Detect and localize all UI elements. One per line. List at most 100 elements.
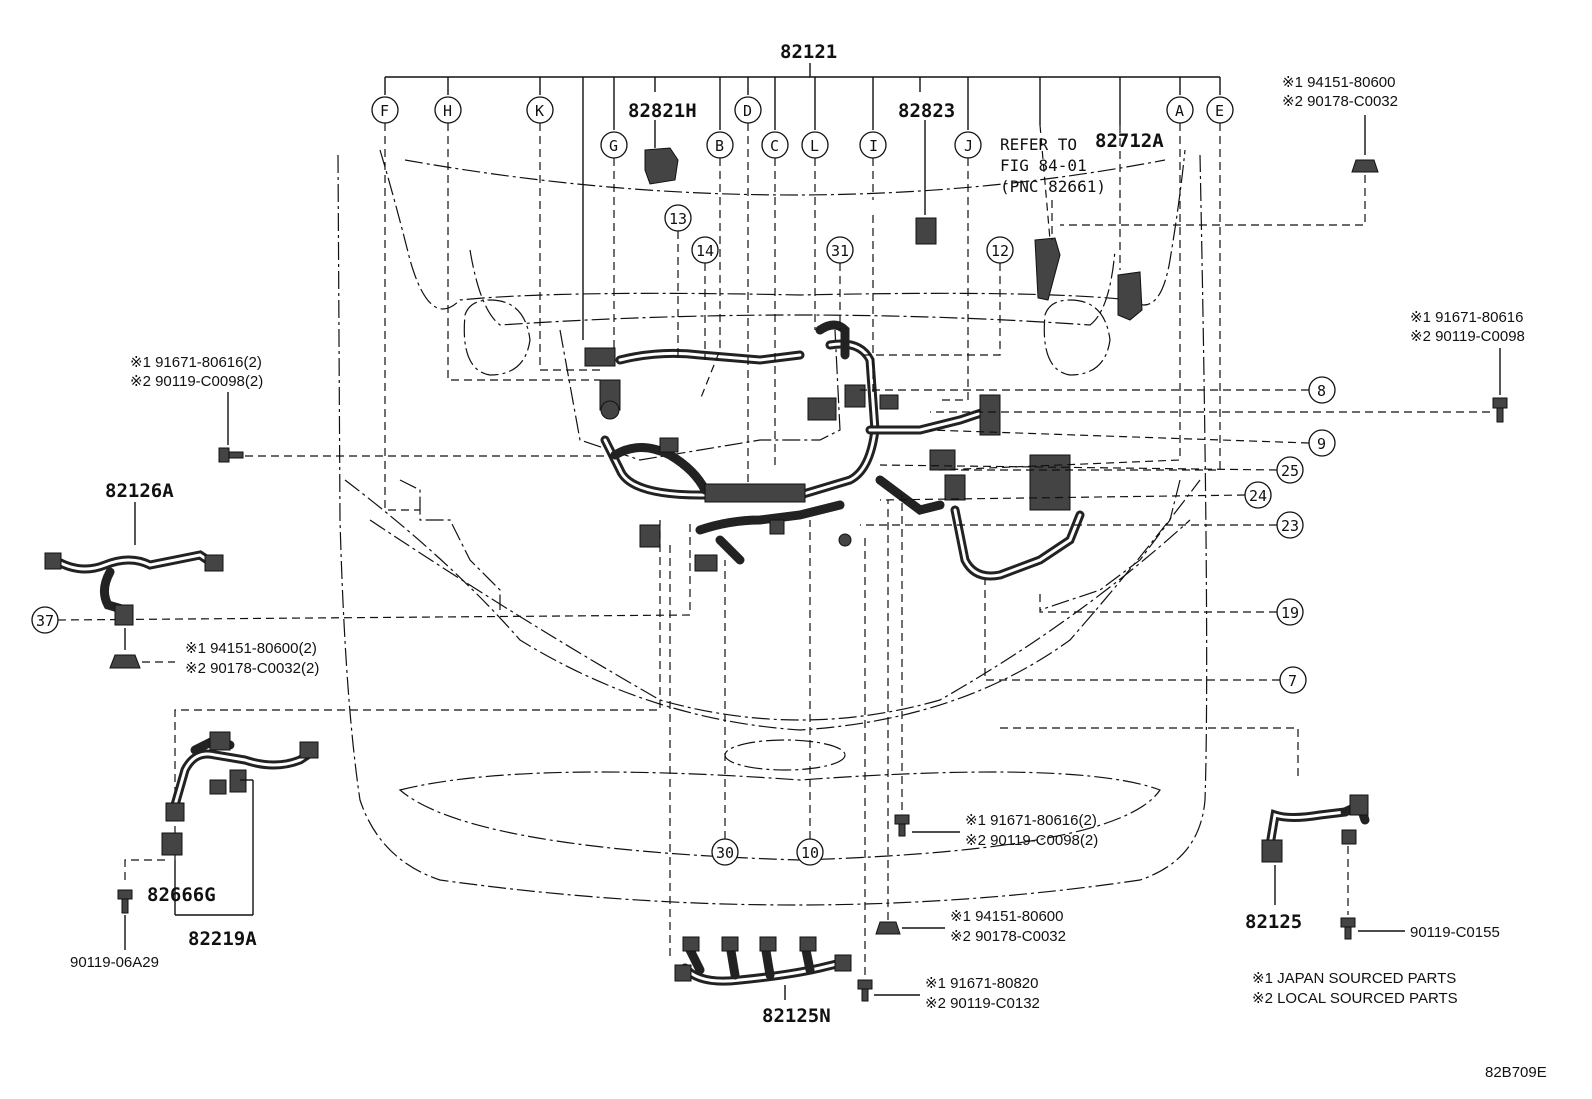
svg-text:23: 23 (1281, 517, 1299, 535)
bolt-icon (857, 979, 873, 1002)
svg-text:L: L (810, 137, 819, 155)
svg-text:※2 LOCAL SOURCED PARTS: ※2 LOCAL SOURCED PARTS (1252, 990, 1458, 1007)
callout-8: 8 (1308, 376, 1336, 404)
part-number-82821H: 82821H (628, 100, 697, 122)
callout-L: L (801, 131, 829, 159)
svg-text:37: 37 (36, 612, 54, 630)
assembly-82219A: 90119-06A29 82666G 82219A (70, 520, 661, 971)
part-number-82712A: 82712A (1095, 130, 1164, 152)
svg-text:12: 12 (991, 242, 1009, 260)
callout-19: 19 (1276, 598, 1304, 626)
svg-text:E: E (1215, 102, 1224, 120)
callout-24: 24 (1244, 481, 1272, 509)
bolt-icon (1340, 917, 1356, 940)
fastener-top-right: ※1 94151-80600 ※2 90178-C0032 (1060, 74, 1398, 226)
callout-9: 9 (1308, 429, 1336, 457)
part-number-82126A: 82126A (105, 480, 174, 502)
letter-callouts: F H K G B D C L I J A E (371, 96, 1234, 159)
callout-B: B (706, 131, 734, 159)
svg-text:H: H (443, 102, 452, 120)
assembly-82126A: 82126A ※1 94151-80600(2) ※2 90178-C0032(… (44, 480, 319, 677)
part-number-82125: 82125 (1245, 911, 1302, 933)
svg-text:※1 91671-80616: ※1 91671-80616 (1410, 309, 1524, 326)
svg-text:8: 8 (1317, 382, 1326, 400)
legend: ※1 JAPAN SOURCED PARTS ※2 LOCAL SOURCED … (1252, 970, 1458, 1007)
callout-G: G (600, 131, 628, 159)
svg-text:※2 90119-C0098(2): ※2 90119-C0098(2) (130, 373, 263, 390)
clip-icon (1351, 159, 1379, 173)
fastener-right: ※1 91671-80616 ※2 90119-C0098 (930, 309, 1525, 423)
svg-text:※2 90119-C0132: ※2 90119-C0132 (925, 995, 1040, 1012)
callout-7: 7 (1279, 666, 1307, 694)
svg-text:24: 24 (1249, 487, 1267, 505)
callout-H: H (434, 96, 462, 124)
svg-text:B: B (715, 137, 724, 155)
letter-leaders (384, 123, 1221, 511)
svg-text:※2 90178-C0032: ※2 90178-C0032 (1282, 93, 1398, 110)
callout-J: J (954, 131, 982, 159)
svg-text:J: J (964, 137, 973, 155)
callout-14: 14 (691, 236, 719, 264)
assembly-82125: 82125 90119-C0155 (1000, 727, 1500, 941)
svg-text:C: C (770, 137, 779, 155)
svg-text:A: A (1175, 102, 1184, 120)
figure-code: 82B709E (1485, 1064, 1547, 1081)
callout-K: K (526, 96, 554, 124)
svg-text:※1 91671-80616(2): ※1 91671-80616(2) (965, 812, 1097, 829)
svg-text:※2 90119-C0098: ※2 90119-C0098 (1410, 328, 1525, 345)
svg-text:※1 94151-80600: ※1 94151-80600 (1282, 74, 1396, 91)
part-number-82823: 82823 (898, 100, 955, 122)
callout-12: 12 (986, 236, 1014, 264)
part-number-82121: 82121 (780, 41, 837, 63)
svg-text:90119-06A29: 90119-06A29 (70, 954, 159, 971)
svg-text:19: 19 (1281, 604, 1299, 622)
svg-text:FIG 84-01: FIG 84-01 (1000, 156, 1087, 175)
svg-text:D: D (743, 102, 752, 120)
callout-F: F (371, 96, 399, 124)
svg-text:31: 31 (831, 242, 849, 260)
callout-D: D (734, 96, 762, 124)
svg-text:※1 91671-80820: ※1 91671-80820 (925, 975, 1039, 992)
refer-note: REFER TO FIG 84-01 (PNC 82661) (1000, 135, 1106, 240)
svg-text:※1 JAPAN SOURCED PARTS: ※1 JAPAN SOURCED PARTS (1252, 970, 1456, 987)
svg-text:(PNC 82661): (PNC 82661) (1000, 177, 1106, 196)
callout-31: 31 (826, 236, 854, 264)
callout-bracket-82121: 82121 (384, 41, 1221, 340)
svg-text:14: 14 (696, 242, 714, 260)
fasteners-center: ※1 91671-80616(2) ※2 90119-C0098(2) ※1 9… (857, 495, 1098, 1012)
callout-23: 23 (1276, 511, 1304, 539)
bolt-icon (117, 889, 133, 914)
svg-text:F: F (380, 102, 389, 120)
svg-text:※1 91671-80616(2): ※1 91671-80616(2) (130, 354, 262, 371)
callout-A: A (1166, 96, 1194, 124)
assembly-82125N: 82125N (669, 545, 852, 1027)
part-number-82219A: 82219A (188, 928, 257, 950)
callout-37: 37 (31, 606, 59, 634)
svg-text:7: 7 (1288, 672, 1297, 690)
number-callouts: 13 14 31 12 8 9 25 24 23 19 7 37 30 10 (31, 204, 1336, 866)
callout-13: 13 (664, 204, 692, 232)
callout-30: 30 (711, 838, 739, 866)
callout-25: 25 (1276, 456, 1304, 484)
svg-text:9: 9 (1317, 435, 1326, 453)
bolt-icon (894, 814, 910, 837)
svg-text:※2 90178-C0032: ※2 90178-C0032 (950, 928, 1066, 945)
svg-text:※1 94151-80600(2): ※1 94151-80600(2) (185, 640, 317, 657)
svg-text:13: 13 (669, 210, 687, 228)
svg-text:I: I (869, 137, 878, 155)
part-number-82125N: 82125N (762, 1005, 831, 1027)
top-parts: 82821H 82823 82712A REFER TO FIG 84-01 (… (628, 100, 1164, 321)
svg-text:※1 94151-80600: ※1 94151-80600 (950, 908, 1064, 925)
callout-E: E (1206, 96, 1234, 124)
svg-text:※2 90178-C0032(2): ※2 90178-C0032(2) (185, 660, 319, 677)
bolt-icon (218, 447, 244, 463)
callout-10: 10 (796, 838, 824, 866)
svg-text:30: 30 (716, 844, 734, 862)
main-harness-drawing (584, 320, 1085, 581)
callout-C: C (761, 131, 789, 159)
clip-icon (109, 654, 141, 669)
svg-text:※2 90119-C0098(2): ※2 90119-C0098(2) (965, 832, 1098, 849)
svg-text:10: 10 (801, 844, 819, 862)
svg-text:25: 25 (1281, 462, 1299, 480)
callout-I: I (859, 131, 887, 159)
